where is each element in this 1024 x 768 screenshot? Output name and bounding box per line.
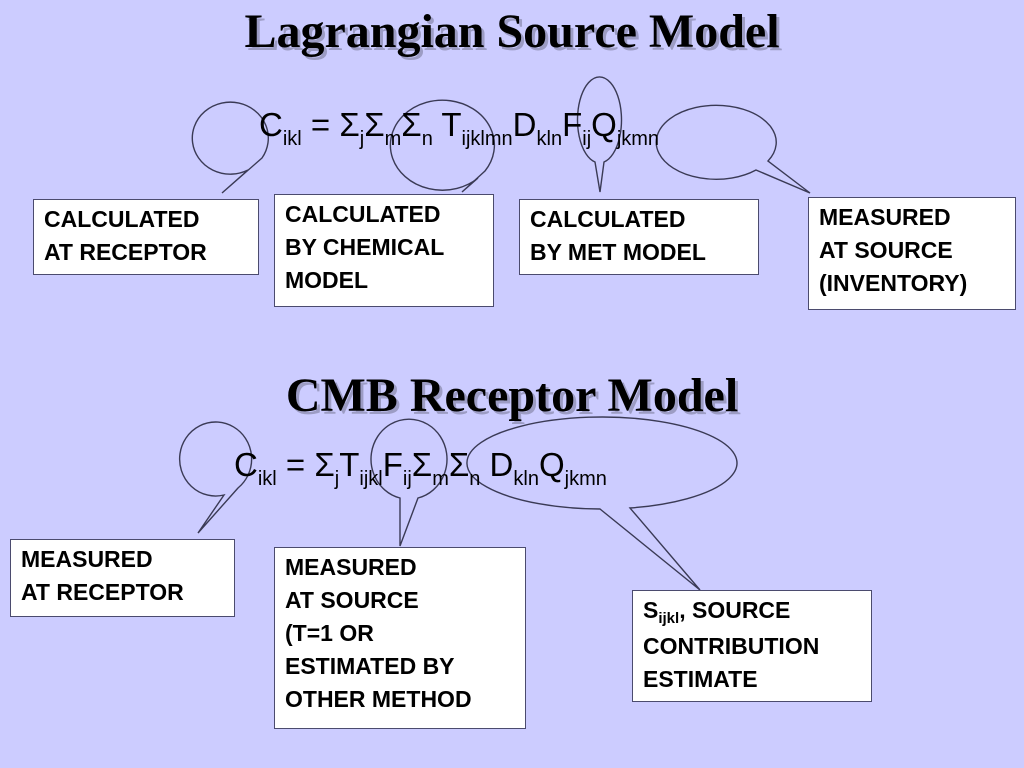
box-measured-at-receptor: MEASURED AT RECEPTOR [10, 539, 235, 617]
callout-c-to-receptor [191, 101, 269, 194]
box-measured-at-source-inventory: MEASURED AT SOURCE (INVENTORY) [808, 197, 1016, 310]
box-measured-at-source-estimated: MEASURED AT SOURCE (T=1 OR ESTIMATED BY … [274, 547, 526, 729]
cmb-title: CMB Receptor Model [285, 369, 739, 422]
contribution-symbol: S [643, 597, 659, 623]
contribution-label: , SOURCE CONTRIBUTION ESTIMATE [643, 597, 820, 692]
callout-c-to-measured-receptor [178, 421, 253, 534]
callout-d-to-met [576, 76, 623, 193]
callout-t-to-measured-source [370, 418, 448, 547]
box-calculated-by-met-model: CALCULATED BY MET MODEL [519, 199, 759, 275]
box-calculated-at-receptor: CALCULATED AT RECEPTOR [33, 199, 259, 275]
callout-dq-to-contribution [466, 416, 738, 591]
box-calculated-by-chemical-model: CALCULATED BY CHEMICAL MODEL [274, 194, 494, 307]
box-source-contribution-estimate: Sijkl, SOURCE CONTRIBUTION ESTIMATE [632, 590, 872, 702]
lagrangian-formula: Cikl = ΣjΣmΣn TijklmnDklnFijQjkmn [259, 106, 660, 150]
cmb-formula: Cikl = ΣjTijklFijΣmΣn DklnQjkmn [234, 446, 607, 490]
lagrangian-title: Lagrangian Source Model [244, 5, 780, 58]
callout-t-to-chemical [389, 99, 496, 193]
contribution-subscript: ijkl [658, 610, 680, 627]
callout-q-to-source [655, 104, 811, 194]
